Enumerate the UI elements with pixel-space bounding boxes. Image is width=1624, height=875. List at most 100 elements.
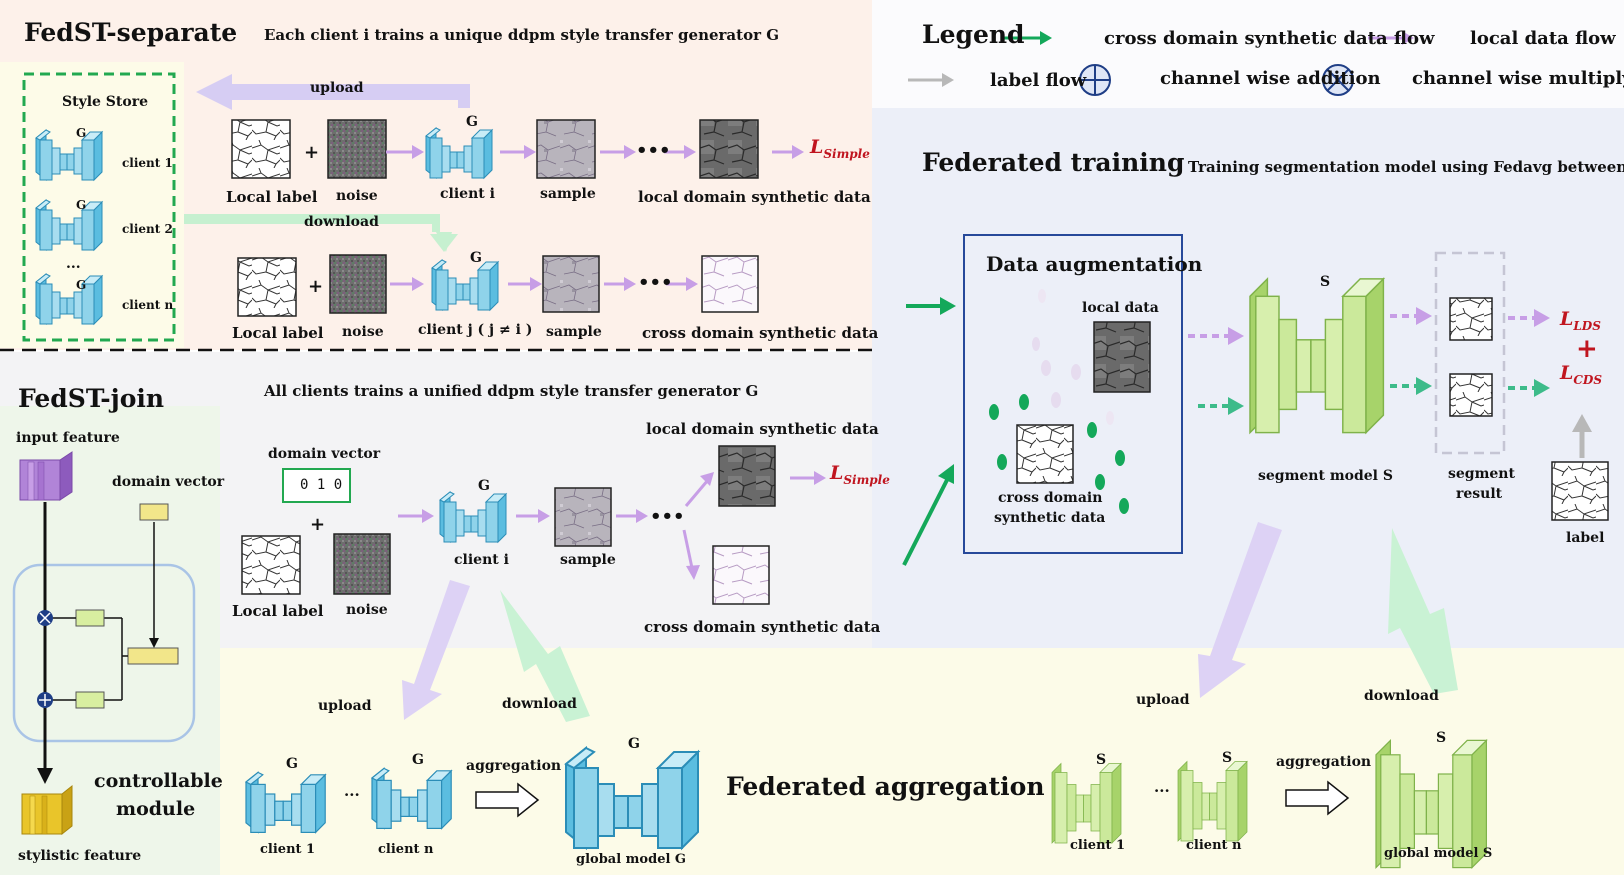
agg-dots-right: ...: [1154, 778, 1170, 796]
agg-s-clientn: S: [1222, 750, 1233, 766]
fedst-join-title: FedST-join: [18, 384, 165, 413]
join-sample: sample: [560, 552, 616, 568]
legend-addition-text: channel wise addition: [1160, 68, 1381, 89]
legend-title: Legend: [922, 20, 1025, 49]
join-local-label: Local label: [232, 602, 324, 620]
agg-aggregation-right: aggregation: [1276, 754, 1372, 770]
join-plus: +: [310, 514, 326, 535]
agg-upload-left: upload: [318, 698, 372, 714]
fedst-join-subtitle: All clients trains a unified ddpm style …: [264, 382, 759, 400]
upload-label: upload: [310, 80, 364, 96]
agg-client1-right: client 1: [1070, 838, 1126, 853]
join-domain-vector-label: domain vector: [268, 446, 381, 462]
label-flow-arrow: [1572, 414, 1592, 458]
join-client: client i: [454, 552, 509, 568]
legend-cross-domain-arrow: [1004, 31, 1052, 45]
federated-aggregation-title: Federated aggregation: [726, 772, 1045, 801]
cross-domain-label-2: synthetic data: [994, 510, 1106, 526]
aggregation-arrow-left: [475, 782, 540, 818]
row1-plus: +: [304, 142, 320, 163]
join-download-arrow: [500, 590, 590, 722]
agg-download-left: download: [502, 696, 577, 712]
legend-label-arrow: [908, 73, 954, 87]
row2-g: G: [470, 250, 482, 266]
legend-cross-domain-text: cross domain synthetic data flow: [1104, 28, 1435, 49]
segment-model-s-letter: S: [1320, 274, 1331, 290]
join-loss: LSimple: [830, 462, 890, 487]
legend-addition-icon: [1079, 64, 1111, 96]
store-dots: ...: [66, 256, 81, 272]
module-controllable: controllable: [94, 770, 223, 792]
loss-cds: LCDS: [1560, 362, 1602, 387]
join-dots: •••: [650, 506, 685, 527]
fedst-separate-title: FedST-separate: [24, 18, 238, 47]
row2-client: client j ( j ≠ i ): [418, 322, 533, 338]
row2-dots: •••: [638, 272, 673, 293]
legend-multiply-icon: [1322, 64, 1354, 96]
agg-global-s: global model S: [1384, 846, 1493, 861]
row2-noise: noise: [342, 324, 384, 340]
row1-noise: noise: [336, 188, 378, 204]
multiply-node: [37, 610, 53, 626]
legend-label-text: label flow: [990, 70, 1087, 91]
agg-client1-left: client 1: [260, 842, 316, 857]
store-g-label-n: G: [76, 278, 87, 292]
row2-local-label: Local label: [232, 324, 324, 342]
agg-global-g-letter: G: [628, 736, 640, 752]
join-cross-synthetic: cross domain synthetic data: [644, 618, 881, 636]
legend-multiply-text: channel wise multiply: [1412, 68, 1624, 89]
store-client-1: client 1: [122, 156, 173, 170]
agg-download-right: download: [1364, 688, 1439, 704]
row2-synthetic: cross domain synthetic data: [642, 324, 879, 342]
federated-training-title: Federated training: [922, 148, 1185, 177]
loss-plus: +: [1576, 334, 1598, 364]
agg-clientn-left: client n: [378, 842, 434, 857]
agg-aggregation-left: aggregation: [466, 758, 562, 774]
label-tile-label: label: [1566, 530, 1605, 546]
module-domain-vector: domain vector: [112, 474, 225, 490]
addition-node: [37, 692, 53, 708]
module-module: module: [116, 798, 196, 820]
local-data-label: local data: [1082, 300, 1159, 316]
store-client-n: client n: [122, 298, 174, 312]
row1-sample: sample: [540, 186, 596, 202]
agg-clientn-right: client n: [1186, 838, 1242, 853]
row1-g: G: [466, 114, 478, 130]
agg-g-clientn: G: [412, 752, 424, 768]
agg-dots-left: ...: [344, 782, 360, 800]
row2-sample: sample: [546, 324, 602, 340]
segment-model-label: segment model S: [1258, 468, 1393, 484]
segment-result-label-2: result: [1456, 486, 1503, 502]
agg-g-client1: G: [286, 756, 298, 772]
input-feature-block: [19, 451, 73, 501]
aggregation-arrow-right: [1285, 780, 1350, 816]
row1-local-label: Local label: [226, 188, 318, 206]
style-store-title: Style Store: [62, 94, 149, 110]
module-stylistic-feature: stylistic feature: [18, 848, 142, 864]
download-label: download: [304, 214, 379, 230]
store-g-label-1: G: [76, 126, 87, 140]
legend-panel: [872, 0, 1624, 108]
row1-dots: •••: [636, 140, 671, 161]
store-g-label-2: G: [76, 198, 87, 212]
join-local-synthetic: local domain synthetic data: [646, 420, 879, 438]
row1-loss: LSimple: [810, 136, 870, 161]
join-domain-vector-value: 0 1 0: [300, 477, 343, 493]
loss-lds: LLDS: [1560, 308, 1601, 333]
module-input-feature: input feature: [16, 430, 120, 446]
join-upload-arrow: [402, 580, 470, 720]
row1-client: client i: [440, 186, 495, 202]
training-download-arrow: [1388, 528, 1458, 694]
upload-arrow: [196, 74, 470, 110]
row2-plus: +: [308, 276, 324, 297]
segment-result-label-1: segment: [1448, 466, 1515, 482]
fedst-separate-subtitle: Each client i trains a unique ddpm style…: [264, 26, 780, 44]
stylistic-feature-block: [21, 784, 73, 836]
row1-synthetic: local domain synthetic data: [638, 188, 871, 206]
augmentation-dots: [989, 289, 1129, 514]
data-augmentation-title: Data augmentation: [986, 252, 1203, 276]
join-g: G: [478, 478, 490, 494]
federated-training-subtitle: Training segmentation model using Fedavg…: [1188, 158, 1624, 176]
legend-local-arrow: [1368, 31, 1414, 45]
